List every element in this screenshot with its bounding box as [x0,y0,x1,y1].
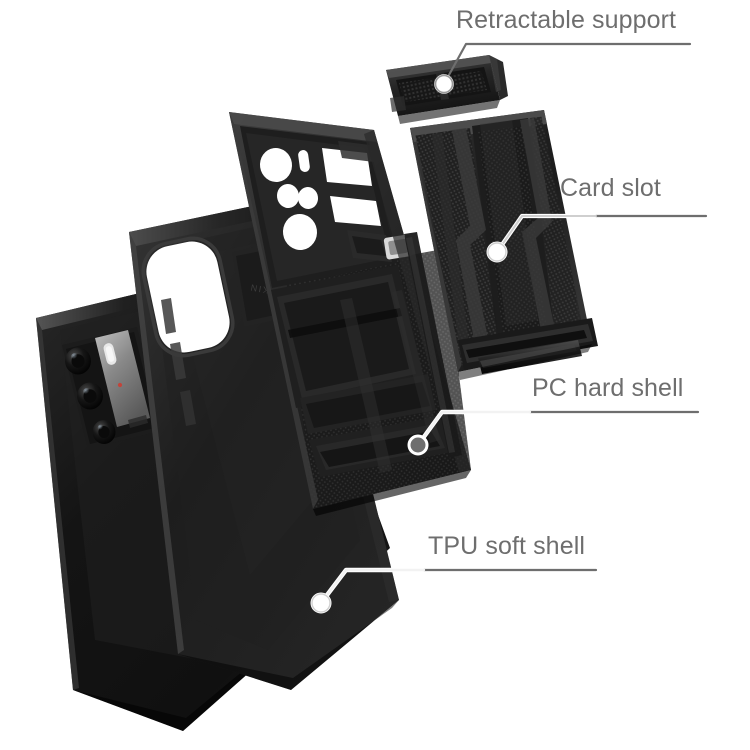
pc-shell-kickstand-panel [271,234,424,408]
card-slot-part [410,110,598,380]
camera-flash [103,343,123,388]
callout-leader-lines [310,42,709,614]
leader-line-tpu-soft-shell [310,567,599,614]
callout-label-pc-hard-shell: PC hard shell [532,374,684,402]
leader-line-pc-hard-shell [407,409,701,456]
callout-label-tpu-soft-shell: TPU soft shell [428,532,586,560]
camera-lens-1 [65,347,91,375]
leader-line-card-slot [486,213,709,263]
phone-camera-module [62,327,163,449]
leader-line-retractable-support [434,42,692,94]
camera-lens-3 [92,420,116,444]
callout-label-retractable-support: Retractable support [456,6,677,34]
pc-shell-camera-cutouts [259,148,319,250]
camera-lens-2 [77,382,103,410]
tpu-side-buttons [161,298,196,426]
pc-hard-shell-part [229,112,471,516]
callout-label-card-slot: Card slot [560,174,661,202]
